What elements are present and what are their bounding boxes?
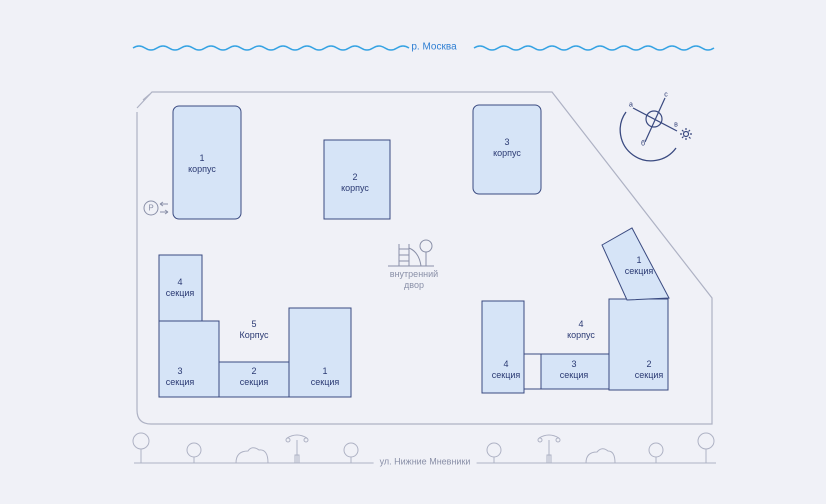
building-4-section-2-label: 2 секция	[635, 359, 664, 381]
building-5-label: 5 Корпус	[239, 319, 268, 341]
tree-icon	[486, 442, 502, 463]
building-4-label: 4 корпус	[567, 319, 595, 341]
section-word: секция	[239, 377, 269, 387]
parking-symbol: P	[148, 203, 154, 213]
section-word: секция	[634, 370, 664, 380]
tree-icon	[697, 432, 715, 463]
section-number: 3	[571, 359, 577, 369]
building-2-number: 2	[352, 172, 358, 182]
tree-icon	[648, 442, 664, 463]
parking-icon[interactable]	[143, 200, 169, 216]
building-4-section-3-label: 3 секция	[560, 359, 589, 381]
street-trees	[132, 432, 715, 464]
building-3-shape[interactable]	[472, 104, 542, 195]
building-5-number: 5	[251, 319, 257, 329]
building-4-section-4-label: 4 секция	[492, 359, 521, 381]
building-5-section-1-shape[interactable]	[288, 307, 352, 398]
building-3-number: 3	[504, 137, 510, 147]
compass-label-a: а	[629, 101, 633, 109]
section-number: 1	[322, 366, 328, 376]
building-5-section-3-label: 3 секция	[166, 366, 195, 388]
tree-icon	[132, 432, 150, 463]
building-5-shape	[158, 254, 352, 398]
building-5-section-3-shape[interactable]	[158, 320, 220, 398]
river-name: р. Москва	[411, 41, 457, 53]
building-2-shape[interactable]	[323, 139, 391, 220]
courtyard-label: внутренний двор	[390, 269, 438, 291]
section-number: 1	[636, 255, 642, 265]
building-3-word: корпус	[493, 148, 521, 158]
compass-icon	[619, 97, 692, 162]
bush-icon	[235, 447, 269, 464]
building-1-label: 1 корпус	[188, 153, 216, 175]
building-4-section-1-shape[interactable]	[601, 227, 670, 301]
building-5-section-4-label: 4 секция	[166, 277, 195, 299]
building-5-word: Корпус	[239, 330, 269, 340]
street-name: ул. Нижние Мневники	[373, 456, 477, 468]
playground-icon	[388, 239, 434, 267]
section-number: 2	[251, 366, 257, 376]
building-1-shape[interactable]	[172, 105, 242, 220]
building-5-section-1-label: 1 секция	[311, 366, 340, 388]
courtyard-line2: двор	[404, 280, 424, 290]
building-4-section-4-shape[interactable]	[481, 300, 525, 394]
street-lamp-icon	[285, 434, 309, 464]
building-1-word: корпус	[188, 164, 216, 174]
section-word: секция	[491, 370, 521, 380]
courtyard-line1: внутренний	[389, 269, 439, 279]
site-boundary	[136, 91, 713, 425]
river-waves	[132, 45, 715, 51]
bush-icon	[585, 448, 616, 464]
building-2-label: 2 корпус	[341, 172, 369, 194]
building-4-shape	[481, 227, 670, 394]
river-wave-left	[132, 45, 410, 51]
building-4-section-1-label: 1 секция	[625, 255, 654, 277]
tree-icon	[343, 442, 359, 463]
section-word: секция	[310, 377, 340, 387]
section-number: 3	[177, 366, 183, 376]
compass-label-v: в	[674, 121, 678, 129]
section-word: секция	[559, 370, 589, 380]
tree-icon	[186, 442, 202, 463]
section-number: 4	[503, 359, 509, 369]
section-number: 2	[646, 359, 652, 369]
site-boundary-dash	[142, 93, 151, 101]
section-word: секция	[624, 266, 654, 276]
river-wave-right	[473, 45, 715, 51]
section-word: секция	[165, 377, 195, 387]
building-5-section-2-label: 2 секция	[240, 366, 269, 388]
building-4-section-3-shape[interactable]	[540, 353, 610, 390]
section-number: 4	[177, 277, 183, 287]
section-word: секция	[165, 288, 195, 298]
compass-label-c: с	[664, 91, 668, 99]
building-4-section-2-shape[interactable]	[608, 298, 669, 391]
building-4-number: 4	[578, 319, 584, 329]
street-lamp-icon	[537, 434, 561, 464]
building-2-word: корпус	[341, 183, 369, 193]
building-4-word: корпус	[567, 330, 595, 340]
building-3-label: 3 корпус	[493, 137, 521, 159]
building-5-section-2-shape[interactable]	[218, 361, 290, 398]
compass-label-b: б	[640, 140, 646, 148]
building-1-number: 1	[199, 153, 205, 163]
